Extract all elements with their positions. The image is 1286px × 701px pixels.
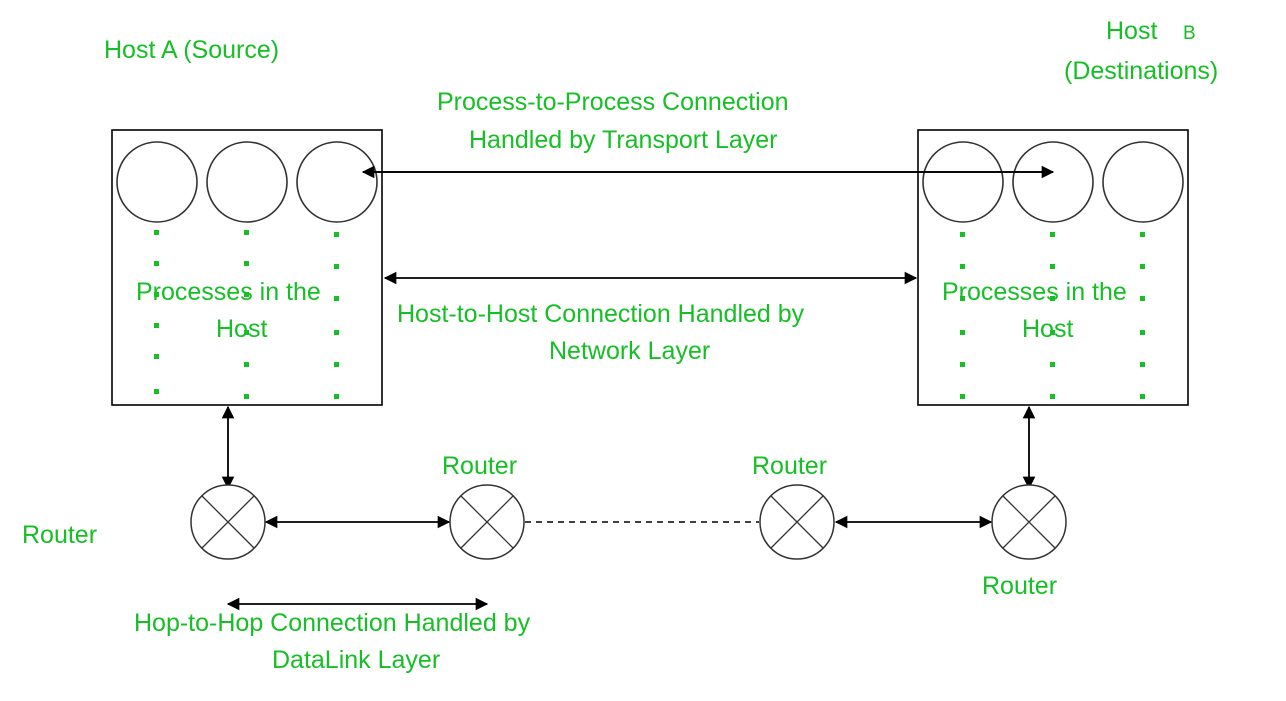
router-icon-3 [759,484,835,560]
host-b-body-line1: Processes in the [942,278,1127,306]
process-circle-a3 [296,141,378,223]
router-label-3: Router [752,452,827,480]
router-icon-1 [190,484,266,560]
host-b-title-line2: (Destinations) [1064,57,1218,85]
network-caption-line1: Host-to-Host Connection Handled by [397,300,805,328]
process-dots-a1 [154,230,159,394]
transport-caption-line1: Process-to-Process Connection [437,88,789,116]
router-icon-4 [991,484,1067,560]
process-circle-b2 [1012,141,1094,223]
process-circle-b1 [922,141,1004,223]
router-label-2: Router [442,452,517,480]
transport-caption-line2: Handled by Transport Layer [469,126,778,154]
datalink-caption-line1: Hop-to-Hop Connection Handled by [134,609,531,637]
host-a-body-line2: Host [216,315,267,343]
process-dots-b3 [1140,232,1145,399]
router-label-1: Router [22,521,97,549]
process-dots-b2 [1050,232,1055,399]
datalink-caption-line2: DataLink Layer [272,646,440,674]
host-a-title: Host A (Source) [104,36,279,64]
router-icon-2 [449,484,525,560]
process-dots-a3 [334,232,339,399]
host-b-title-line1: Host [1106,17,1157,45]
router-label-4: Router [982,572,1057,600]
process-dots-b1 [960,232,965,399]
network-caption-line2: Network Layer [549,337,710,365]
process-circle-a1 [116,141,198,223]
process-circle-b3 [1102,141,1184,223]
host-a-body-line1: Processes in the [136,278,321,306]
process-circle-a2 [206,141,288,223]
process-dots-a2 [244,230,249,399]
host-b-body-line2: Host [1022,315,1073,343]
host-b-title-b: B [1183,23,1196,44]
